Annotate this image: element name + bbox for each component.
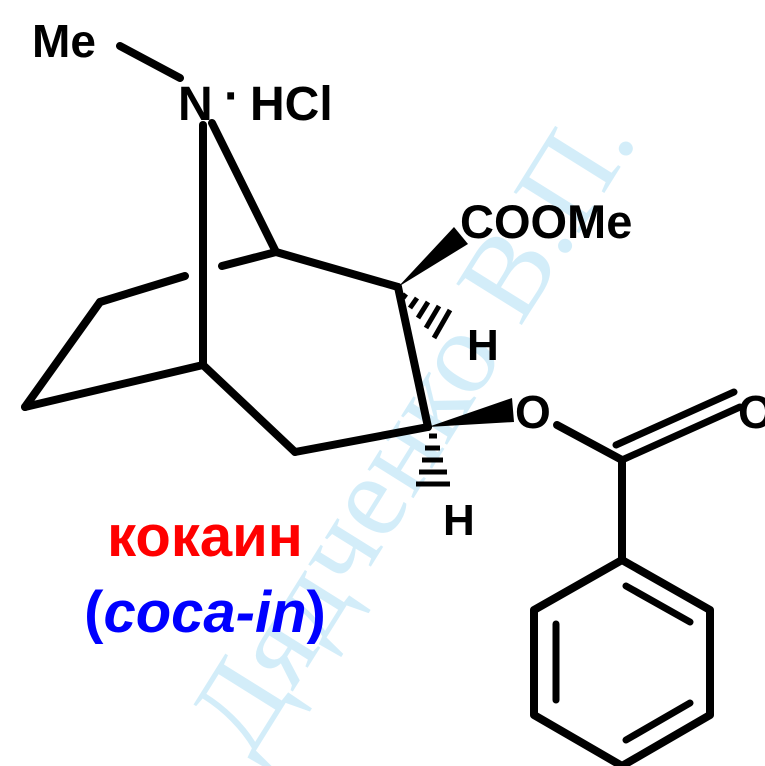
tropane-skeleton (21, 42, 432, 456)
hydrogen-lower-label: H (443, 496, 475, 545)
hashed-bond-h-lower (416, 433, 450, 487)
bond-o-carbonyl-carbon (553, 421, 626, 464)
paren-open: ( (84, 580, 104, 645)
benzene-ring (530, 556, 714, 766)
paren-close: ) (307, 580, 326, 645)
hashed-bond-h-upper (401, 292, 453, 340)
bond-bridgehead-c2 (272, 248, 402, 291)
bond-c1-c4 (199, 361, 299, 456)
wedge-bond-oxygen (428, 398, 514, 427)
bond-c3-c2 (394, 283, 432, 431)
oxygen-carbonyl-label: O (738, 386, 765, 438)
name-english-italic: coca-in (103, 580, 306, 645)
benzene-inner-bond-1 (622, 582, 694, 626)
nitrogen-label: N (178, 78, 213, 131)
compound-name-english: (coca-in) (84, 580, 326, 645)
ester-label: COOMe (460, 195, 632, 248)
bond-carbonyl-double-b (612, 388, 738, 449)
bond-c7-c1 (21, 361, 207, 411)
compound-name-russian: кокаин (107, 504, 303, 569)
bond-c4-c3 (291, 423, 432, 456)
bond-n-bridgehead-right (208, 119, 280, 256)
watermark-text: Дядченко В.П. (161, 83, 660, 766)
bond-me-n (116, 42, 184, 82)
hcl-label: HCl (250, 78, 333, 131)
wedge-bond-ester (398, 227, 468, 287)
bond-bridgehead-bridge-b (96, 272, 189, 306)
methyl-label: Me (32, 15, 96, 67)
salt-dot: · (224, 70, 240, 123)
bond-carbonyl-double-a (618, 403, 744, 464)
hydrogen-upper-label: H (467, 321, 499, 370)
benzene-inner-bond-3 (622, 699, 694, 744)
oxygen-ester-label: O (515, 386, 551, 438)
bond-bridgehead-bridge-a (218, 248, 280, 270)
bond-c6-c7 (21, 298, 104, 411)
benzoyl-group (530, 388, 744, 766)
